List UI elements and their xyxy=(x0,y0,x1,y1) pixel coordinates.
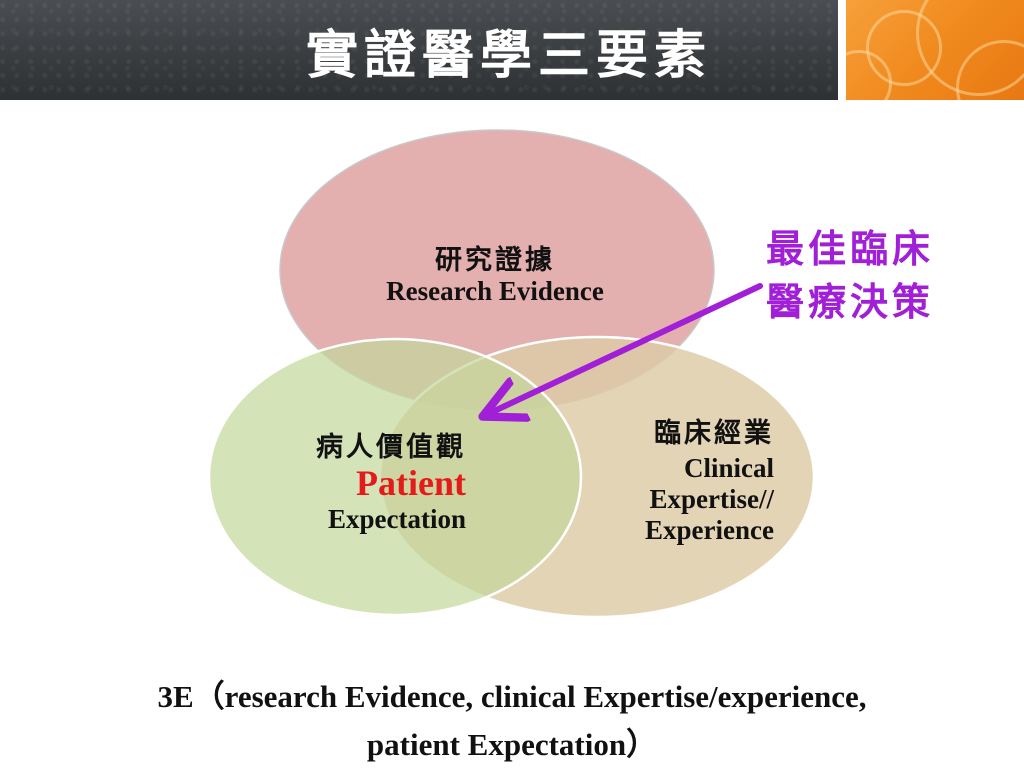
callout-line1: 最佳臨床 xyxy=(765,226,934,271)
callout-arrow xyxy=(488,283,763,414)
patient-expectation-label: 病人價值觀 Patient Expectation xyxy=(230,432,466,535)
best-decision-callout: 最佳臨床 醫療決策 xyxy=(745,222,955,328)
page-title: 實證醫學三要素 xyxy=(305,24,712,86)
research-evidence-en: Research Evidence xyxy=(386,276,604,307)
clinical-expertise-en-line3: Experience xyxy=(645,515,774,546)
patient-expectation-zh: 病人價值觀 xyxy=(316,432,466,463)
research-evidence-label: 研究證據 Research Evidence xyxy=(330,245,660,307)
title-bar xyxy=(0,0,838,100)
venn-diagram xyxy=(207,129,816,619)
footer-line1: 3E（research Evidence, clinical Expertise… xyxy=(157,679,867,714)
patient-expectation-en: Expectation xyxy=(328,504,466,535)
callout-line2: 醫療決策 xyxy=(765,279,934,325)
research-evidence-zh: 研究證據 xyxy=(435,245,555,276)
title-accent-block xyxy=(846,0,1024,100)
clinical-expertise-en-line1: Clinical xyxy=(683,453,774,484)
clinical-expertise-label: 臨床經業 Clinical Expertise// Experience xyxy=(590,418,774,546)
footer-line2: patient Expectation） xyxy=(366,727,658,763)
patient-highlight-text: Patient xyxy=(356,463,466,504)
decorative-ring-icon xyxy=(846,50,892,100)
clinical-expertise-en-line2: Expertise// xyxy=(649,484,774,515)
clinical-expertise-zh: 臨床經業 xyxy=(654,418,774,449)
footer-caption: 3E（research Evidence, clinical Expertise… xyxy=(20,673,1004,768)
title-divider xyxy=(838,0,846,100)
